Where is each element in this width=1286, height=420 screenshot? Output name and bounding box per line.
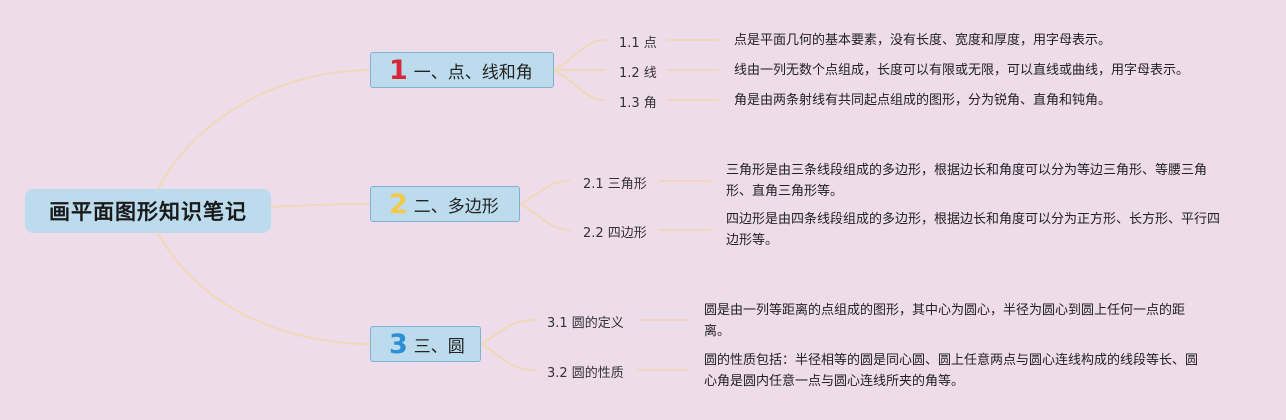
branch-number-1: 1 bbox=[389, 54, 408, 86]
link-b3-item-2 bbox=[480, 343, 536, 371]
subtopic-1-1[interactable]: 1.1 点 bbox=[619, 36, 657, 51]
branch-label-3: 三、圆 bbox=[413, 336, 465, 357]
subtopic-3-1[interactable]: 3.1 圆的定义 bbox=[547, 316, 624, 331]
branch-number-3: 3 bbox=[389, 328, 408, 360]
description-3-2: 圆的性质包括：半径相等的圆是同心圆、圆上任意两点与圆心连线构成的线段等长、圆心角… bbox=[704, 353, 1199, 389]
subtopic-2-2[interactable]: 2.2 四边形 bbox=[583, 226, 647, 241]
link-root-branch-3 bbox=[157, 232, 371, 345]
subtopic-1-3[interactable]: 1.3 角 bbox=[619, 96, 657, 111]
description-1-1: 点是平面几何的基本要素，没有长度、宽度和厚度，用字母表示。 bbox=[734, 33, 1112, 48]
description-1-2: 线由一列无数个点组成，长度可以有限或无限，可以直线或曲线，用字母表示。 bbox=[734, 63, 1190, 78]
branch-label-2: 二、多边形 bbox=[413, 196, 499, 217]
link-b2-item-1 bbox=[519, 180, 571, 205]
root-title: 画平面图形知识笔记 bbox=[49, 200, 247, 224]
branch-node-2[interactable]: 2 二、多边形 bbox=[370, 186, 520, 222]
branch-number-2: 2 bbox=[389, 188, 408, 220]
subtopic-3-2[interactable]: 3.2 圆的性质 bbox=[547, 366, 624, 381]
root-node[interactable]: 画平面图形知识笔记 bbox=[25, 189, 271, 233]
description-2-2: 四边形是由四条线段组成的多边形，根据边长和角度可以分为正方形、长方形、平行四边形… bbox=[726, 212, 1221, 248]
link-b2-item-2 bbox=[519, 203, 571, 231]
description-2-1: 三角形是由三条线段组成的多边形，根据边长和角度可以分为等边三角形、等腰三角形、直… bbox=[726, 163, 1208, 199]
branch-node-1[interactable]: 1 一、点、线和角 bbox=[370, 52, 554, 88]
branch-node-3[interactable]: 3 三、圆 bbox=[370, 326, 481, 362]
branch-label-1: 一、点、线和角 bbox=[413, 62, 533, 83]
subtopic-1-2[interactable]: 1.2 线 bbox=[619, 66, 657, 81]
link-b1-item-3 bbox=[553, 69, 606, 101]
link-b3-item-1 bbox=[480, 319, 536, 345]
link-b1-item-1 bbox=[553, 39, 606, 71]
subtopic-2-1[interactable]: 2.1 三角形 bbox=[583, 177, 647, 192]
description-1-3: 角是由两条射线有共同起点组成的图形，分为锐角、直角和钝角。 bbox=[734, 93, 1112, 108]
description-3-1: 圆是由一列等距离的点组成的图形，其中心为圆心，半径为圆心到圆上任何一点的距离。 bbox=[704, 303, 1186, 339]
link-root-branch-2 bbox=[270, 203, 371, 208]
link-root-branch-1 bbox=[157, 69, 371, 190]
